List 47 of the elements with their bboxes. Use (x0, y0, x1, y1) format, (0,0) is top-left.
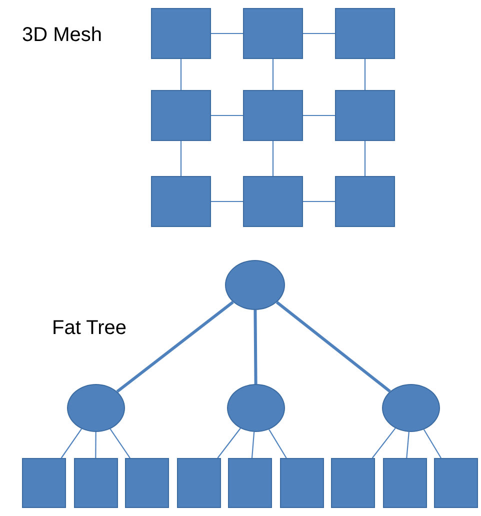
connector-line (211, 200, 243, 202)
connector-line (423, 429, 442, 458)
connector-line (60, 428, 82, 458)
connector-line (276, 301, 391, 393)
connector-line (116, 300, 234, 393)
connector-line (364, 141, 366, 176)
connector-line (251, 432, 255, 458)
connector-line (110, 428, 130, 458)
connector-line (254, 310, 258, 384)
connector-line (303, 32, 335, 34)
tree-node-ellipse (67, 384, 125, 432)
connector-line (303, 200, 335, 202)
connector-line (211, 114, 243, 116)
node-square (382, 458, 426, 508)
node-square (151, 8, 211, 59)
topology-label: Fat Tree (52, 318, 126, 338)
node-square (125, 458, 169, 508)
node-square (228, 458, 272, 508)
connector-line (217, 428, 241, 458)
connector-line (272, 141, 274, 176)
connector-line (211, 32, 243, 34)
connector-line (180, 59, 182, 90)
topology-label: 3D Mesh (22, 25, 102, 45)
node-square (434, 458, 478, 508)
connector-line (406, 432, 410, 458)
connector-line (303, 114, 335, 116)
node-square (335, 8, 395, 59)
node-square (331, 458, 375, 508)
connector-line (268, 429, 287, 458)
node-square (335, 176, 395, 227)
node-square (74, 458, 118, 508)
connector-line (180, 141, 182, 176)
connector-line (372, 428, 396, 458)
node-square (280, 458, 324, 508)
node-square (151, 90, 211, 141)
connector-line (95, 432, 96, 458)
tree-node-ellipse (225, 260, 285, 310)
node-square (335, 90, 395, 141)
node-square (176, 458, 220, 508)
node-square (243, 8, 303, 59)
node-square (243, 176, 303, 227)
node-square (243, 90, 303, 141)
tree-node-ellipse (382, 384, 440, 432)
node-square (22, 458, 66, 508)
connector-line (364, 59, 366, 90)
node-square (151, 176, 211, 227)
connector-line (272, 59, 274, 90)
